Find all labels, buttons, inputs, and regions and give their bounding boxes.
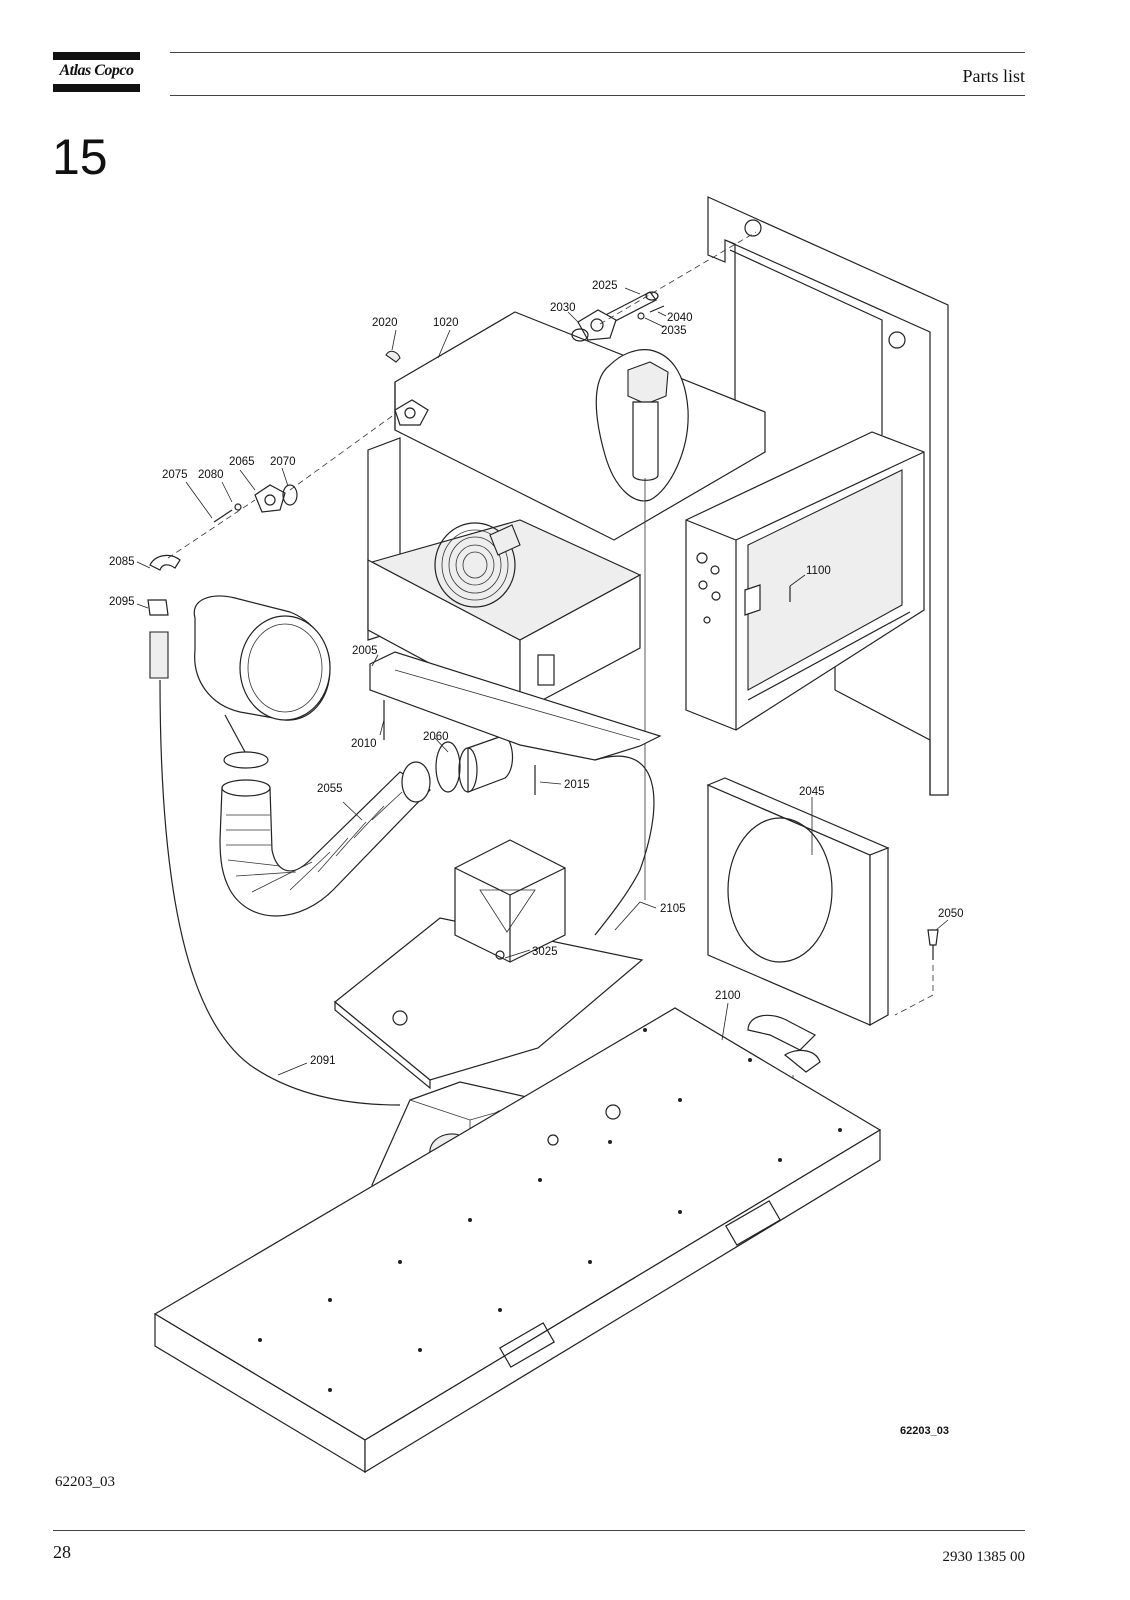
- flange-pipe: [571, 231, 757, 342]
- figure-caption: 62203_03: [55, 1474, 115, 1490]
- header-rule-bottom: [170, 95, 1025, 96]
- callout-2010: 2010: [351, 738, 377, 750]
- document-number: 2930 1385 00: [942, 1549, 1026, 1565]
- callout-2050: 2050: [938, 908, 964, 920]
- upper-left-flange: [147, 350, 429, 679]
- callout-labels: 2020 1020 2025 2030 2040 2035 1100 2005 …: [109, 280, 964, 1067]
- callout-2085: 2085: [109, 556, 135, 568]
- fan-guard: [434, 522, 521, 608]
- callout-2015: 2015: [564, 779, 590, 791]
- fan-shroud: [706, 777, 939, 1027]
- callout-1100: 1100: [806, 565, 831, 577]
- callout-1020: 1020: [433, 317, 459, 329]
- company-logo: Atlas Copco: [59, 62, 134, 79]
- callout-2030: 2030: [550, 302, 576, 314]
- bottom-plate: [369, 651, 662, 936]
- page-number: 28: [53, 1542, 71, 1562]
- header-rule-top: [170, 52, 1025, 53]
- footer-rule: [53, 1530, 1025, 1531]
- callout-2105: 2105: [660, 903, 686, 915]
- cooler-housing: [367, 311, 766, 714]
- callout-2055: 2055: [317, 783, 343, 795]
- logo-bar-top: [53, 52, 140, 60]
- electrical-cabinet: [685, 431, 925, 731]
- callout-2060: 2060: [423, 731, 449, 743]
- callout-2025: 2025: [592, 280, 618, 292]
- air-filter: [193, 595, 331, 769]
- callout-2005: 2005: [352, 645, 378, 657]
- callout-2095: 2095: [109, 596, 135, 608]
- callout-2080: 2080: [198, 469, 224, 481]
- heat-exchanger-plate: [334, 839, 644, 1090]
- section-number: 15: [52, 129, 108, 185]
- drawing-id-label: 62203_03: [900, 1425, 949, 1437]
- callout-leader-lines: [136, 287, 949, 1076]
- callout-2070: 2070: [270, 456, 296, 468]
- base-frame: [153, 1007, 882, 1474]
- callout-2075: 2075: [162, 469, 188, 481]
- header-title: Parts list: [962, 66, 1025, 86]
- filter-detail: [595, 349, 689, 900]
- flexible-hose: [219, 734, 514, 917]
- callout-2100: 2100: [715, 990, 741, 1002]
- logo-bar-bottom: [53, 84, 140, 92]
- exploded-view-figure: 2020 1020 2025 2030 2040 2035 1100 2005 …: [95, 180, 990, 1480]
- callout-2045: 2045: [799, 786, 825, 798]
- callout-3025: 3025: [532, 946, 558, 958]
- callout-2091: 2091: [310, 1055, 336, 1067]
- callout-2065: 2065: [229, 456, 255, 468]
- callout-2020: 2020: [372, 317, 398, 329]
- callout-2035: 2035: [661, 325, 687, 337]
- callout-2040: 2040: [667, 312, 693, 324]
- exploded-view-drawing: 2020 1020 2025 2030 2040 2035 1100 2005 …: [95, 180, 990, 1480]
